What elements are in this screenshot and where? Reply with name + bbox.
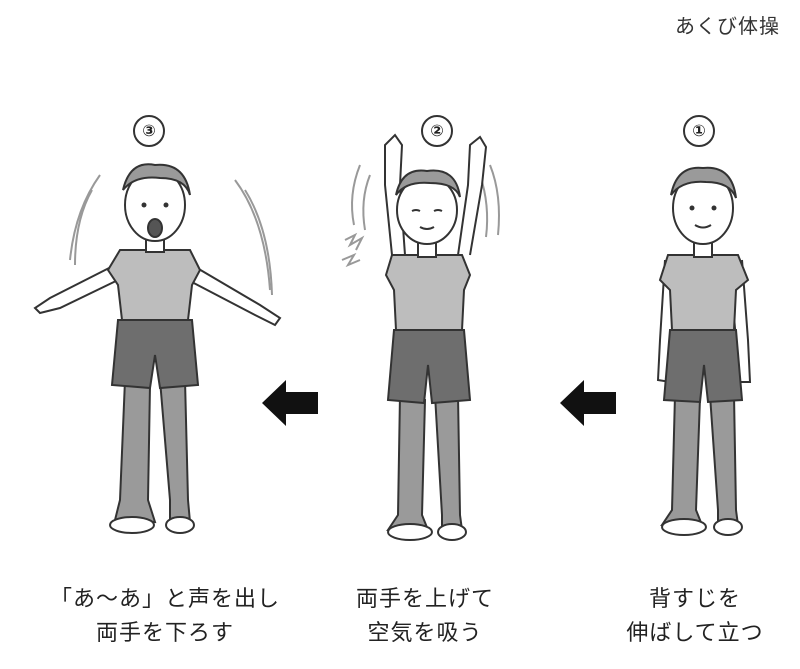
step-2-caption-line2: 空気を吸う: [367, 621, 483, 646]
step-1-caption: 背すじを 伸ばして立つ: [610, 583, 780, 651]
arrow-left-icon: [262, 380, 318, 426]
motion-lines: [69, 174, 273, 296]
step-2-figure: [341, 133, 500, 541]
step-1-number: ①: [683, 115, 715, 147]
step-1-caption-line1: 背すじを: [648, 587, 741, 612]
step-2-number: ②: [421, 115, 453, 147]
step-1-caption-line2: 伸ばして立つ: [626, 621, 764, 646]
step-3-caption-line1: 「あ〜あ」と声を出し: [49, 587, 280, 612]
step-2-caption: 両手を上げて 空気を吸う: [340, 583, 510, 651]
step-2-caption-line1: 両手を上げて: [355, 587, 494, 612]
arrow-left-icon: [560, 380, 616, 426]
step-1-figure: [656, 166, 752, 536]
page-title: あくび体操: [675, 14, 780, 38]
step-3-figure: [33, 163, 282, 534]
step-3-number: ③: [133, 115, 165, 147]
step-3-caption-line2: 両手を下ろす: [95, 621, 234, 646]
step-3-caption: 「あ〜あ」と声を出し 両手を下ろす: [20, 583, 310, 651]
